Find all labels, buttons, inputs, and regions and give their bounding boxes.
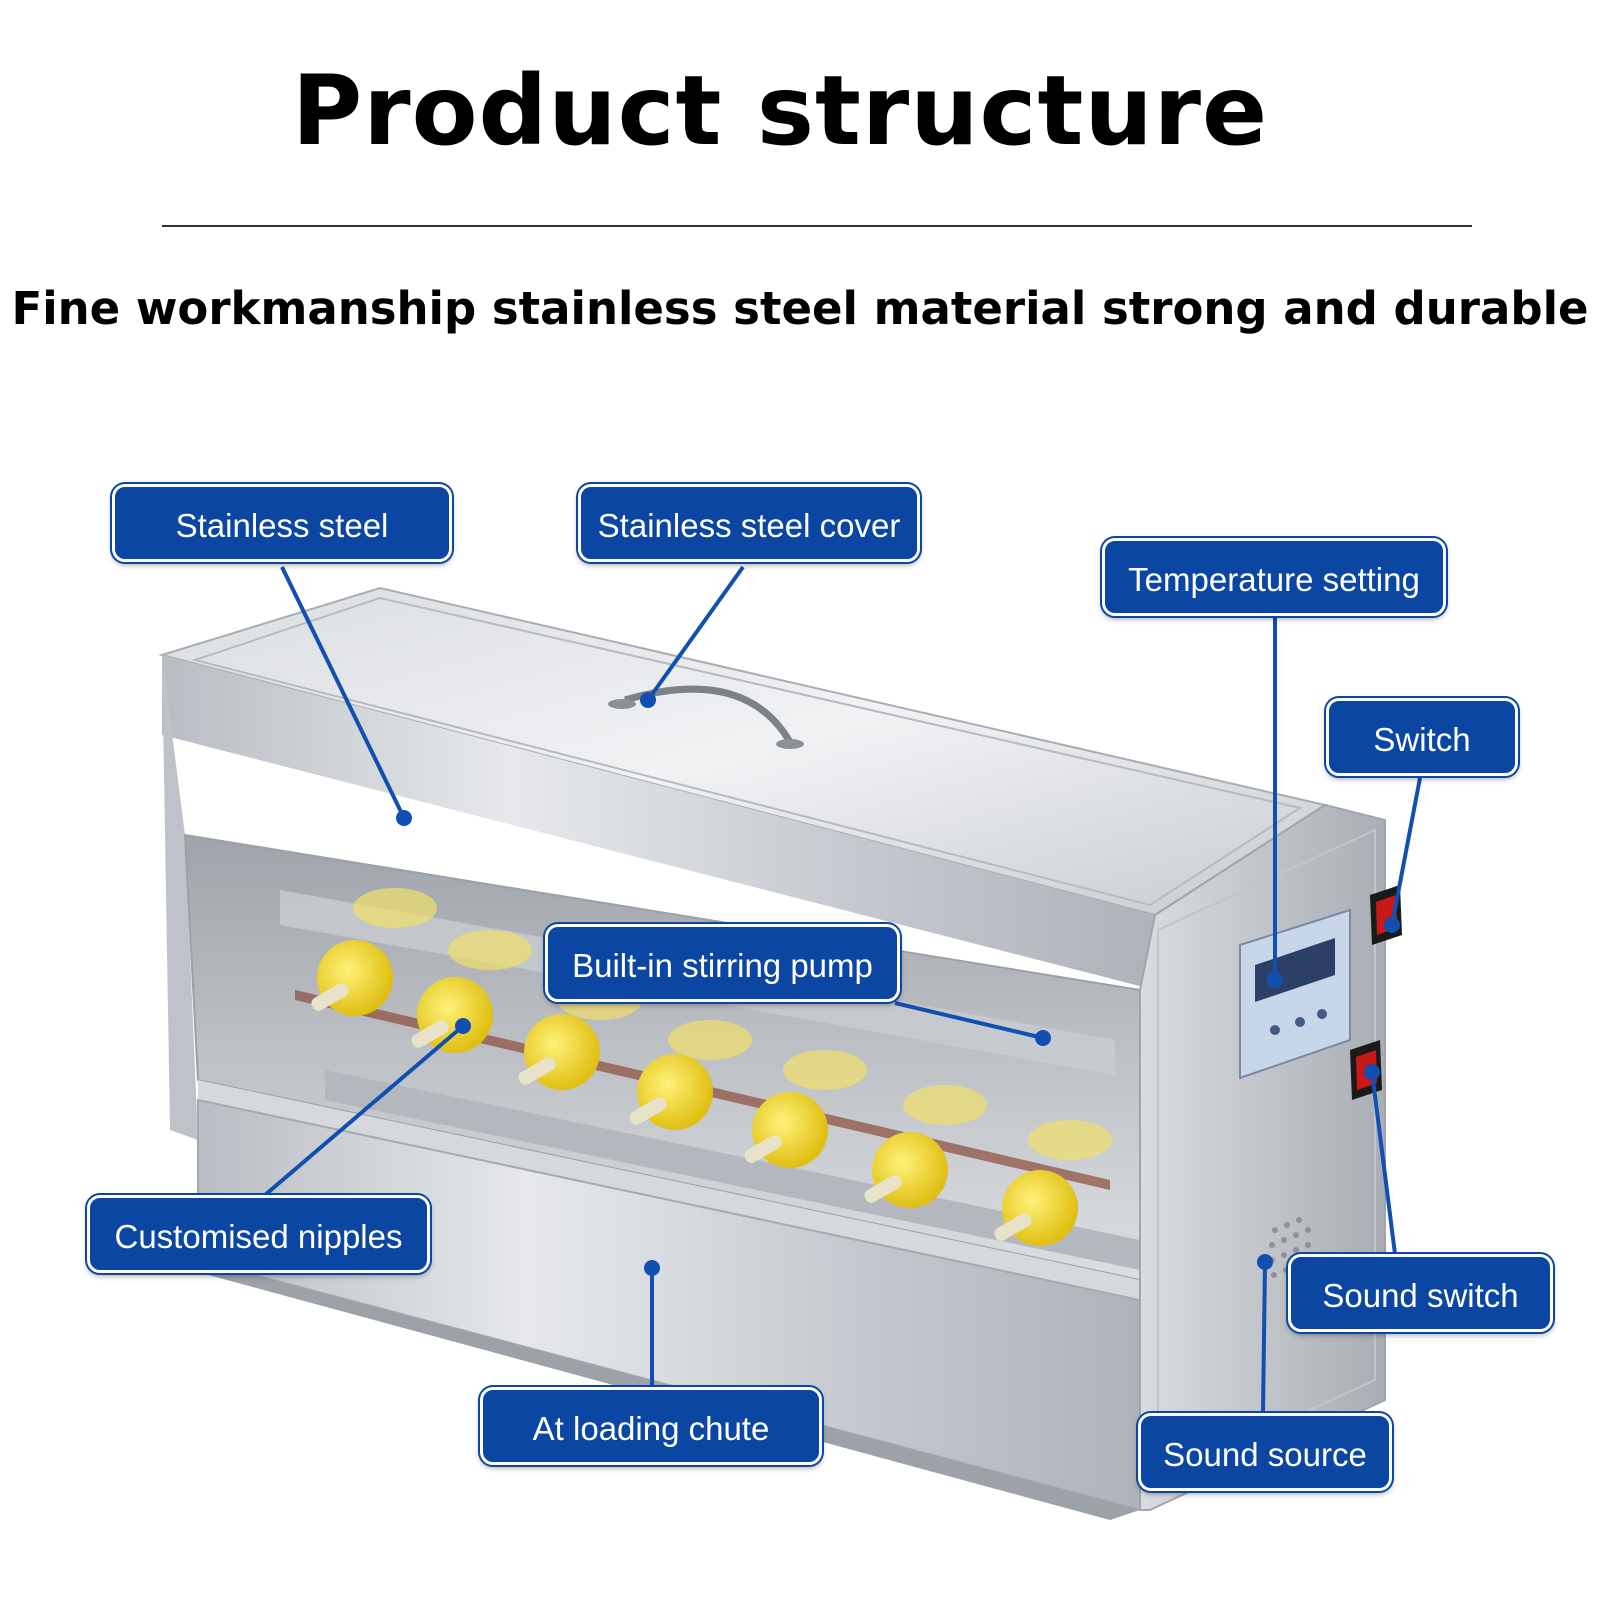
callout-switch: Switch <box>1326 698 1518 776</box>
nipple-icon <box>994 1120 1112 1246</box>
nipple-icon <box>311 888 437 1016</box>
callout-stainless-steel-cover: Stainless steel cover <box>578 484 920 562</box>
leader-dots <box>396 692 1400 1276</box>
machine-body <box>158 586 1386 1520</box>
leader-lines <box>263 565 1422 1414</box>
callout-sound-source: Sound source <box>1138 1413 1392 1491</box>
nipple-icon <box>864 1085 987 1208</box>
callout-sound-switch: Sound switch <box>1288 1254 1553 1332</box>
subtitle: Fine workmanship stainless steel materia… <box>11 282 1589 335</box>
callout-temperature-setting: Temperature setting <box>1102 538 1446 616</box>
nipple-icon <box>744 1050 867 1168</box>
callout-built-in-stirring-pump: Built-in stirring pump <box>545 924 900 1002</box>
nipple-icon <box>629 1020 752 1130</box>
callout-customised-nipples: Customised nipples <box>87 1195 430 1273</box>
page-title: Product structure <box>291 55 1269 167</box>
nipple-icon <box>411 930 532 1053</box>
title-divider <box>162 225 1472 227</box>
callout-at-loading-chute: At loading chute <box>480 1387 822 1465</box>
nipple-row <box>311 888 1112 1246</box>
callout-stainless-steel: Stainless steel <box>112 484 452 562</box>
